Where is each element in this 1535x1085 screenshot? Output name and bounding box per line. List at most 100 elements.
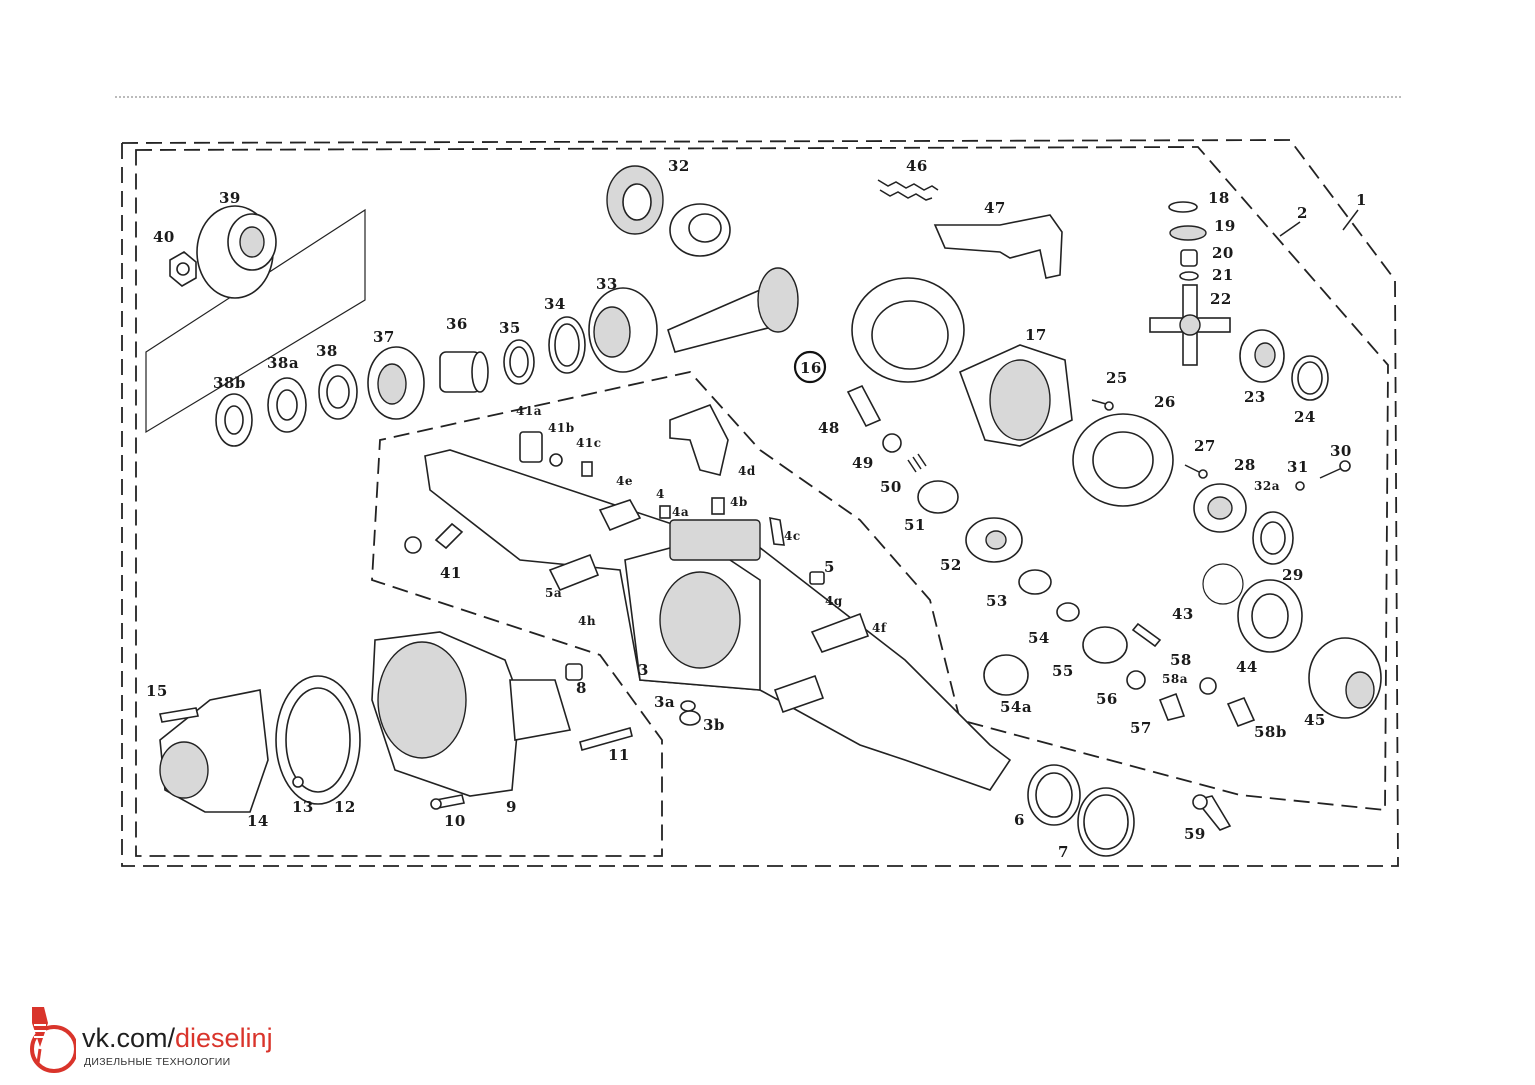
callout-8: 8: [576, 679, 587, 697]
callout-5a: 5a: [545, 586, 562, 600]
part-ball-49: [882, 433, 902, 453]
part-switch-58b: [1226, 696, 1256, 728]
callout-45: 45: [1304, 711, 1326, 729]
part-seal-38: [318, 364, 358, 420]
part-cover-14: [159, 689, 269, 813]
callout-58a: 58a: [1162, 672, 1188, 686]
part-gasket-54a: [983, 654, 1029, 696]
part-ring-6: [1027, 764, 1081, 826]
callout-4b: 4b: [730, 495, 748, 509]
leader-2: [1279, 221, 1301, 237]
callout-41a: 41a: [516, 404, 542, 418]
callout-15: 15: [146, 682, 168, 700]
part-gear-23: [1239, 329, 1285, 383]
callout-20: 20: [1212, 244, 1234, 262]
part-clip-4e: [598, 499, 642, 532]
part-ring-35: [503, 339, 535, 385]
callout-6: 6: [1014, 811, 1025, 829]
callout-53: 53: [986, 592, 1008, 610]
callout-34: 34: [544, 295, 566, 313]
footer-url-prefix: vk.com/: [82, 1023, 176, 1053]
callout-3a: 3a: [654, 693, 675, 711]
part-crown-gear: [851, 277, 965, 383]
part-bush-53: [1018, 569, 1052, 595]
callout-48: 48: [818, 419, 840, 437]
callout-32a: 32a: [1254, 479, 1280, 493]
callout-29: 29: [1282, 566, 1304, 584]
part-bush-3a: [679, 710, 701, 726]
part-sleeve-44: [1237, 579, 1303, 653]
callout-35: 35: [499, 319, 521, 337]
part-bushing-36: [439, 351, 489, 393]
part-pin-30: [1319, 460, 1351, 479]
callout-36: 36: [446, 315, 468, 333]
callout-5: 5: [824, 558, 835, 576]
callout-41c: 41c: [576, 436, 602, 450]
callout-12: 12: [334, 798, 356, 816]
part-ring-7: [1077, 787, 1135, 857]
callout-16: 16: [800, 359, 822, 377]
callout-59: 59: [1184, 825, 1206, 843]
callout-58: 58: [1170, 651, 1192, 669]
callout-54a: 54a: [1000, 698, 1032, 716]
part-switch-57: [1158, 692, 1186, 721]
leader-1: [1342, 209, 1359, 231]
highlight-16: [793, 350, 827, 384]
callout-41: 41: [440, 564, 462, 582]
part-screw-59: [1192, 794, 1232, 831]
part-bolt-41c: [581, 461, 593, 477]
part-bracket-41a: [519, 431, 543, 463]
callout-7: 7: [1058, 843, 1069, 861]
callout-22: 22: [1210, 290, 1232, 308]
callout-4d: 4d: [738, 464, 756, 478]
callout-27: 27: [1194, 437, 1216, 455]
part-bracket-5a-upper: [548, 553, 600, 592]
callout-37: 37: [373, 328, 395, 346]
part-carrier-9: [371, 631, 572, 797]
callout-18: 18: [1208, 189, 1230, 207]
part-bush-20: [1180, 249, 1198, 267]
part-pinion-16: [667, 267, 799, 353]
callout-14: 14: [247, 812, 269, 830]
part-nut-40: [169, 251, 197, 287]
callout-23: 23: [1244, 388, 1266, 406]
callout-55: 55: [1052, 662, 1074, 680]
callout-4c: 4c: [784, 529, 801, 543]
part-ring-21: [1179, 271, 1199, 281]
part-clip-4f: [810, 612, 870, 653]
callout-4g: 4g: [825, 594, 843, 608]
part-bearing-33: [588, 287, 658, 373]
callout-51: 51: [904, 516, 926, 534]
callout-4f: 4f: [872, 621, 887, 635]
callout-56: 56: [1096, 690, 1118, 708]
callout-30: 30: [1330, 442, 1352, 460]
part-cross-22: [1149, 284, 1231, 366]
callout-49: 49: [852, 454, 874, 472]
callout-3: 3: [638, 661, 649, 679]
callout-38: 38: [316, 342, 338, 360]
callout-38a: 38a: [267, 354, 299, 372]
part-bolt-11: [579, 727, 633, 751]
part-ring-54: [1056, 602, 1080, 622]
callout-31: 31: [1287, 458, 1309, 476]
callout-2: 2: [1297, 204, 1308, 222]
part-seal-38b: [215, 393, 253, 447]
part-cover-52: [965, 517, 1023, 563]
callout-33: 33: [596, 275, 618, 293]
callout-1: 1: [1356, 191, 1367, 209]
part-pin-31: [1295, 481, 1305, 491]
footer-subtitle: ДИЗЕЛЬНЫЕ ТЕХНОЛОГИИ: [84, 1056, 231, 1068]
callout-24: 24: [1294, 408, 1316, 426]
part-seal-38a: [267, 377, 307, 433]
callout-21: 21: [1212, 266, 1234, 284]
part-diff-case-17: [958, 344, 1073, 447]
callout-labels: 1233a3b44a4b4c4d4e4f4g4h55a6789101112131…: [146, 157, 1367, 861]
part-nut-29: [1252, 511, 1294, 565]
footer-url[interactable]: vk.com/dieselinj: [82, 1023, 273, 1054]
part-ring-34: [548, 316, 586, 374]
boundary-assembly-1: [121, 139, 1399, 867]
part-bearing-28: [1193, 483, 1247, 533]
part-pin-13: [292, 776, 304, 788]
part-gasket-51: [917, 480, 959, 514]
